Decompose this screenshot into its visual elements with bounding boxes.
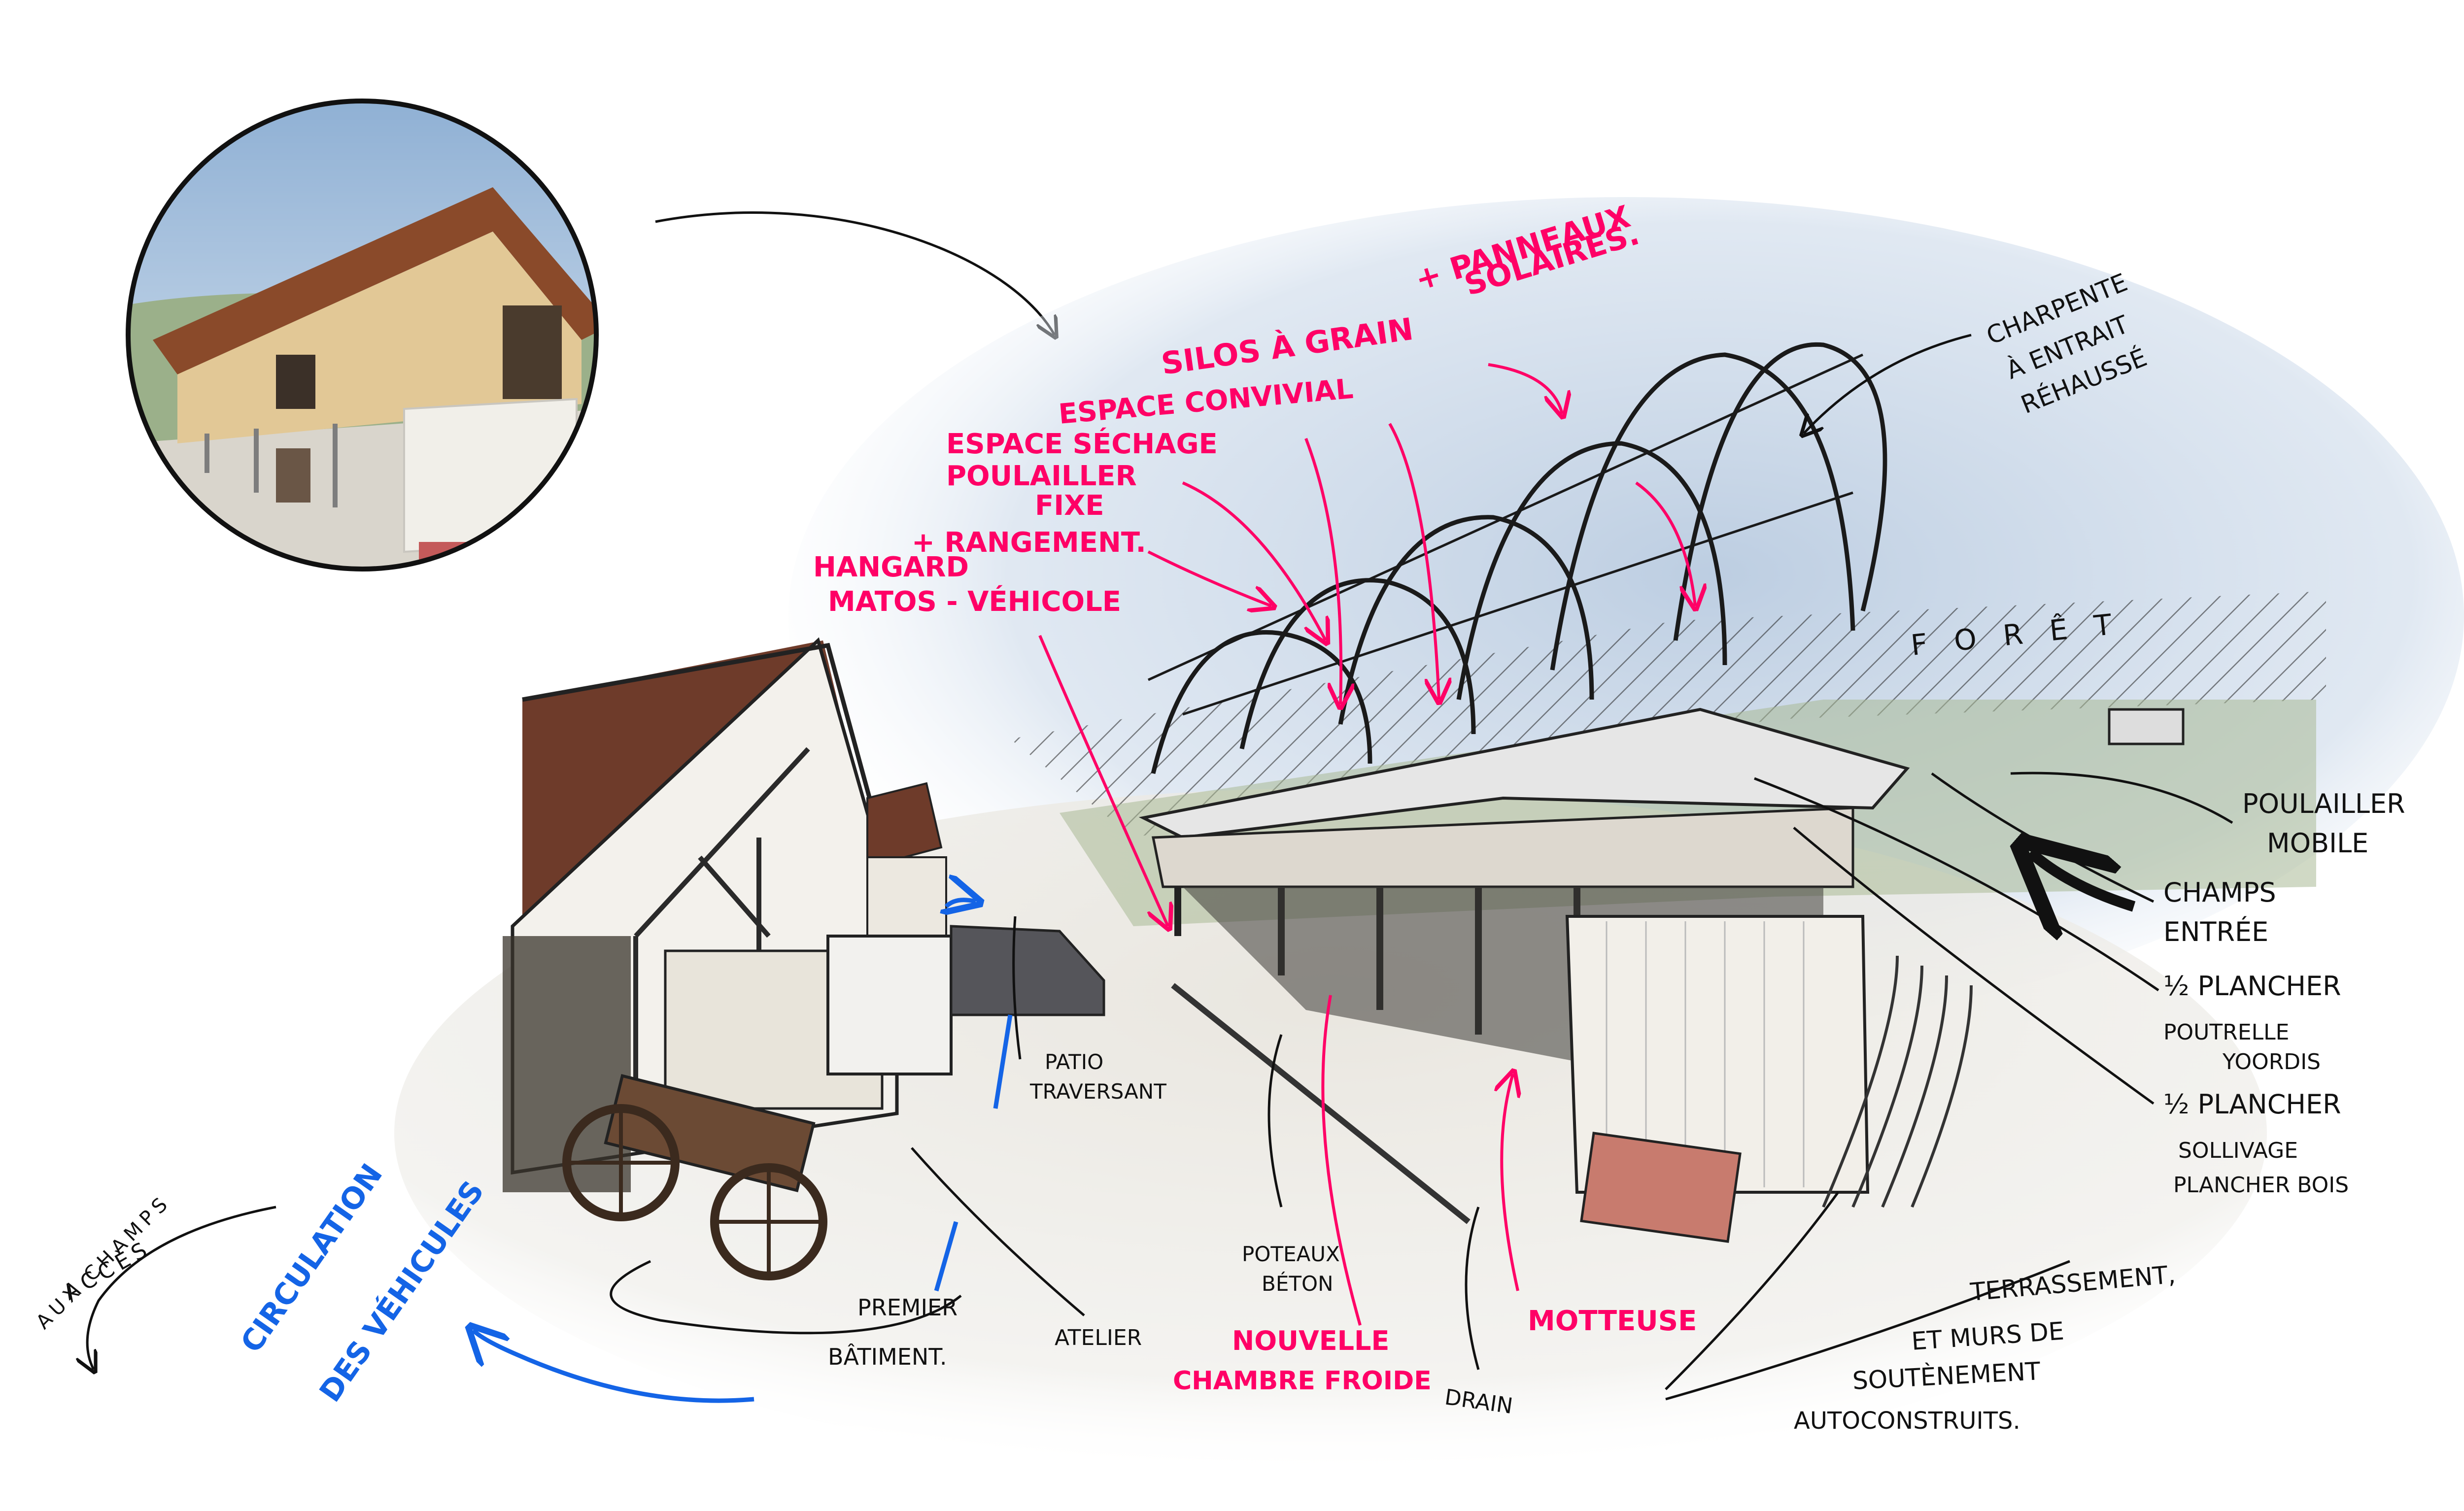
trailer (826, 935, 953, 1075)
blue-marks (473, 900, 1013, 1403)
label-rangement: + RANGEMENT. (912, 527, 1146, 559)
roof-trusses (1151, 342, 1887, 774)
drain-line (1171, 983, 1471, 1224)
label-champs-1: CHAMPS (2163, 877, 2276, 908)
label-solivage-1: SOLLIVAGE (2178, 1138, 2298, 1163)
label-premier-1: PREMIER (857, 1294, 958, 1321)
label-aux-champs: AUX CHAMPS (32, 1190, 175, 1334)
label-patio-2: TRAVERSANT (1029, 1079, 1166, 1104)
label-terrassement-4: AUTOCONSTRUITS. (1794, 1407, 2020, 1435)
label-poulailler-fixe-1: POULAILLER (946, 460, 1137, 492)
mobile-coop (2108, 708, 2185, 745)
inset-to-sketch-arrow (655, 211, 1055, 335)
label-patio-1: PATIO (1045, 1050, 1103, 1074)
label-solivage-2: PLANCHER BOIS (2173, 1173, 2349, 1198)
label-matos: MATOS - VÉHICOLE (828, 585, 1121, 618)
access-fields-arrow (87, 1206, 276, 1370)
label-premier-2: BÂTIMENT. (828, 1343, 947, 1370)
label-demi-plancher-1: ½ PLANCHER (2163, 971, 2341, 1002)
label-poutrelle-1: POUTRELLE (2163, 1020, 2289, 1045)
van (950, 925, 1105, 1016)
seed-drill-cart (562, 1074, 827, 1280)
label-poulailler-mobile-1: POULAILLER (2242, 788, 2405, 819)
field-entry-arrow (2030, 852, 2136, 907)
label-poteaux-2: BÉTON (1262, 1271, 1333, 1296)
label-poulailler-fixe-2: FIXE (1035, 490, 1104, 522)
blue-labels: CIRCULATION DES VÉHICULES (234, 1158, 491, 1409)
label-poutrelle-2: YOORDIS (2222, 1049, 2321, 1074)
farm-building-sketch (394, 197, 2464, 1478)
label-hangard: HANGARD (813, 551, 969, 583)
label-chambre-2: CHAMBRE FROIDE (1173, 1366, 1432, 1396)
label-atelier: ATELIER (1055, 1325, 1142, 1350)
motteuse-machine (1580, 1132, 1742, 1243)
label-poulailler-mobile-2: MOBILE (2267, 828, 2368, 859)
red-leaders (1038, 363, 1695, 1326)
label-sechage: ESPACE SÉCHAGE (946, 428, 1218, 460)
label-poteaux-1: POTEAUX (1242, 1242, 1340, 1266)
label-demi-plancher-2: ½ PLANCHER (2163, 1089, 2341, 1120)
barn-photo-inset (126, 99, 599, 571)
label-chambre-1: NOUVELLE (1232, 1325, 1389, 1356)
retaining-wall (1565, 915, 1870, 1194)
label-motteuse: MOTTEUSE (1528, 1305, 1697, 1337)
label-champs-2: ENTRÉE (2163, 916, 2268, 947)
